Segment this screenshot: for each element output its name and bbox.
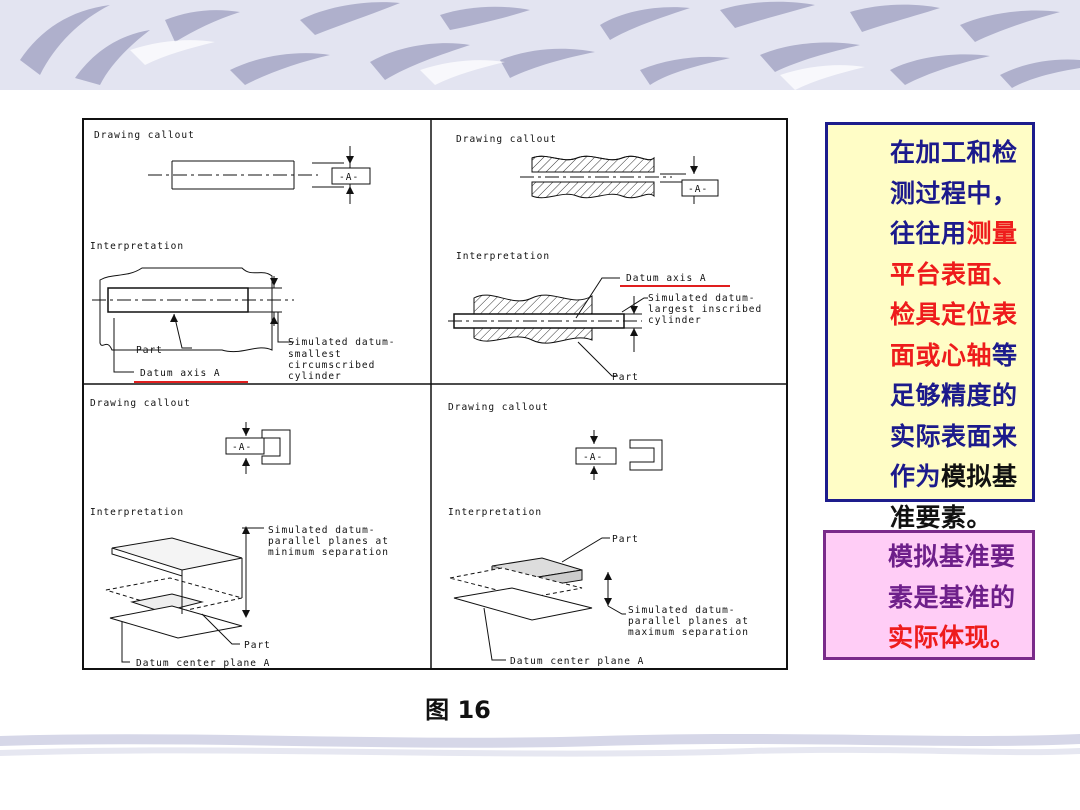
note-2-text-part-1: 模拟基准要素是基准的 bbox=[888, 542, 1016, 612]
panel-2-simulated-line-3: cylinder bbox=[648, 315, 702, 326]
decorative-footer bbox=[0, 728, 1080, 810]
panel-1-drawing-callout: Drawing callout bbox=[94, 130, 195, 141]
panel-2-interpretation: Interpretation bbox=[456, 251, 550, 262]
panel-2-part-label: Part bbox=[612, 372, 639, 383]
note-box-embodiment: 模拟基准要素是基准的实际体现。 bbox=[823, 530, 1035, 660]
panel-3-datum-symbol: -A- bbox=[232, 442, 252, 453]
brush-stroke-pattern bbox=[20, 1, 1080, 90]
note-text-part-4: 模拟基准要素。 bbox=[890, 462, 1018, 532]
panel-2-simulated-line-2: largest inscribed bbox=[648, 304, 762, 315]
panel-4-interpretation: Interpretation bbox=[448, 507, 542, 518]
panel-4-datum-label: Datum center plane A bbox=[510, 656, 644, 667]
panel-1-simulated-line-2: smallest bbox=[288, 349, 342, 360]
decorative-banner bbox=[0, 0, 1080, 90]
note-text-part-3: 等足够精度的实际表面来作为 bbox=[890, 340, 1018, 492]
note-text-part-1: 在加工和检测过程中，往往用 bbox=[890, 138, 1018, 248]
panel-1-interpretation: Interpretation bbox=[90, 241, 184, 252]
panel-1-part-label: Part bbox=[136, 345, 163, 356]
panel-4-simulated-line-3: maximum separation bbox=[628, 627, 749, 638]
panel-3-simulated-line-2: parallel planes at bbox=[268, 536, 389, 547]
panel-3-simulated-line-1: Simulated datum- bbox=[268, 525, 376, 536]
figure-caption: 图 16 bbox=[425, 696, 491, 724]
panel-2: Drawing callout -A- Interpretation bbox=[448, 134, 762, 383]
panel-2-drawing-callout: Drawing callout bbox=[456, 134, 557, 145]
panel-4-datum-symbol: -A- bbox=[583, 452, 603, 463]
panel-4-drawing-callout: Drawing callout bbox=[448, 402, 549, 413]
panel-4-simulated-line-2: parallel planes at bbox=[628, 616, 749, 627]
figure-frame bbox=[82, 118, 788, 670]
panel-4-simulated-line-1: Simulated datum- bbox=[628, 605, 736, 616]
panel-3-drawing-callout: Drawing callout bbox=[90, 398, 191, 409]
panel-1-simulated-line-4: cylinder bbox=[288, 371, 342, 382]
panel-4-part-label: Part bbox=[612, 534, 639, 545]
note-2-text-highlight: 实际体现。 bbox=[888, 623, 1016, 652]
panel-1-datum-symbol: -A- bbox=[339, 172, 359, 183]
note-text: 在加工和检测过程中，往往用测量平台表面、检具定位表面或心轴等足够精度的实际表面来… bbox=[838, 133, 1022, 538]
panel-1-simulated-line-1: Simulated datum- bbox=[288, 337, 396, 348]
panel-1-datum-label: Datum axis A bbox=[140, 368, 221, 379]
panel-3-simulated-line-3: minimum separation bbox=[268, 547, 389, 558]
note-text-highlight: 测量平台表面、检具定位表面或心轴 bbox=[890, 219, 1018, 370]
datum-drawings: Drawing callout -A- Interpretation bbox=[82, 118, 788, 675]
note-box-simulated-datum: 在加工和检测过程中，往往用测量平台表面、检具定位表面或心轴等足够精度的实际表面来… bbox=[825, 122, 1035, 532]
panel-4: Drawing callout -A- Interpretation Part bbox=[448, 402, 749, 675]
panel-3-datum-label: Datum center plane A bbox=[136, 658, 270, 669]
panel-2-simulated-line-1: Simulated datum- bbox=[648, 293, 756, 304]
note-2-text: 模拟基准要素是基准的实际体现。 bbox=[836, 537, 1022, 659]
footer-wave bbox=[0, 734, 1080, 757]
panel-3-part-label: Part bbox=[244, 640, 271, 651]
panel-3: Drawing callout -A- Interpretation bbox=[90, 398, 389, 675]
panel-3-interpretation: Interpretation bbox=[90, 507, 184, 518]
panel-2-datum-symbol: -A- bbox=[688, 184, 708, 195]
datum-figure: Drawing callout -A- Interpretation bbox=[82, 118, 788, 675]
panel-1-simulated-line-3: circumscribed bbox=[288, 360, 375, 371]
panel-2-datum-label: Datum axis A bbox=[626, 273, 707, 284]
panel-1: Drawing callout -A- Interpretation bbox=[90, 130, 396, 383]
